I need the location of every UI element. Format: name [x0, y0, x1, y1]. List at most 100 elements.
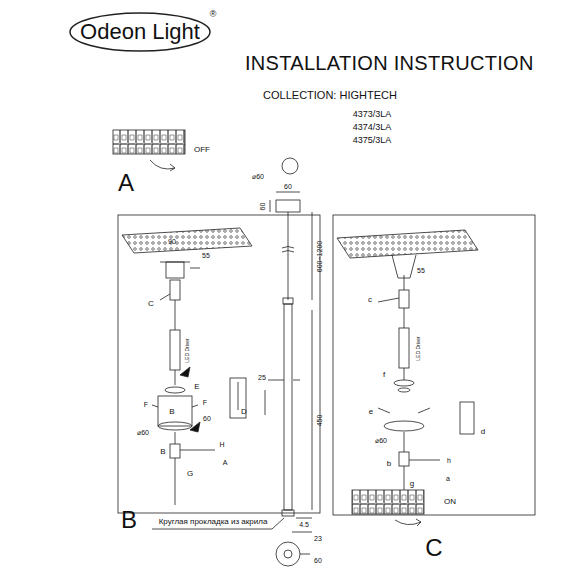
- drawing-stroke: [166, 262, 184, 278]
- drawing-stroke: [352, 490, 424, 514]
- part-letter: d: [481, 428, 485, 436]
- dimension: 55: [417, 267, 425, 274]
- dimension: 60: [314, 557, 322, 564]
- drawing-stroke: [165, 387, 185, 393]
- drawing-stroke: [152, 405, 158, 407]
- step-letter: C: [425, 536, 442, 560]
- drawing-stroke: [292, 532, 312, 533]
- drawing-stroke: [160, 262, 190, 263]
- drawing-stroke: [175, 458, 176, 505]
- drawing-stroke: [272, 518, 284, 529]
- part-letter: F: [144, 401, 148, 408]
- dimension: 90: [168, 238, 176, 245]
- drawing-stroke: [404, 308, 405, 328]
- collection: COLLECTION: HIGHTECH: [263, 90, 397, 101]
- part-letter: B: [169, 408, 174, 416]
- drawing-stroke: [160, 294, 170, 300]
- model-number: 4373/3LA: [353, 110, 392, 119]
- drawing-stroke: [296, 518, 312, 519]
- drawing-stroke: [268, 380, 284, 381]
- dimension: ⌀60: [252, 173, 264, 180]
- drawing-stroke: [283, 298, 293, 304]
- drawing-stroke: [180, 450, 215, 451]
- model-number: 4374/3LA: [353, 123, 392, 132]
- drawing-stroke: [312, 212, 313, 300]
- dimension: 25: [258, 374, 266, 381]
- drawing-stroke: [122, 228, 252, 253]
- drawing-stroke: [175, 300, 176, 330]
- drawing-stroke: [399, 328, 409, 368]
- drawing-stroke: [175, 370, 176, 385]
- drawing-stroke: [282, 158, 298, 174]
- part-letter: c: [368, 296, 372, 304]
- part-label: LED Driver: [184, 337, 189, 363]
- drawing-stroke: [333, 215, 535, 515]
- drawing-stroke: [282, 247, 294, 253]
- dimension: 4.5: [299, 521, 309, 528]
- drawing-stroke: [399, 290, 409, 308]
- switch-state: ON: [444, 498, 456, 506]
- step-letter: B: [121, 508, 137, 532]
- dimension: 60: [284, 183, 292, 190]
- step-letter: A: [118, 171, 134, 195]
- part-letter: f: [383, 371, 385, 379]
- drawing-stroke: [170, 444, 180, 458]
- drawing-stroke: [70, 13, 210, 51]
- drawing-stroke: [409, 460, 440, 461]
- dimension: 60: [259, 202, 266, 210]
- drawing-stroke: [378, 408, 390, 413]
- dimension: ⌀60: [375, 437, 387, 444]
- drawing-stroke: [190, 268, 200, 269]
- title: INSTALLATION INSTRUCTION: [245, 52, 534, 75]
- drawing-stroke: [175, 432, 176, 444]
- part-letter: e: [369, 408, 373, 416]
- drawing-stroke: [170, 280, 180, 300]
- logo: Odeon Light: [80, 21, 200, 43]
- drawing-stroke: [270, 200, 271, 212]
- part-letter: b: [387, 460, 391, 468]
- dimension: 23: [314, 535, 322, 542]
- drawing-stroke: [180, 367, 190, 377]
- drawing-stroke: [192, 405, 198, 407]
- drawing-stroke: [170, 330, 180, 370]
- switch-state: OFF: [194, 146, 210, 154]
- dimension: 450: [317, 414, 324, 426]
- logo-mark: ®: [210, 10, 217, 19]
- note: Круглая прокладка из акрила: [158, 518, 269, 526]
- dimension: 55: [202, 252, 210, 259]
- dimension: 600~1200: [317, 240, 324, 271]
- part-label: LED Driver: [415, 335, 420, 361]
- part-letter: a: [446, 475, 450, 482]
- part-letter: H: [219, 441, 224, 448]
- drawing-stroke: [378, 298, 399, 302]
- drawing-stroke: [398, 388, 410, 392]
- drawing-stroke: [418, 408, 430, 413]
- part-letter: G: [187, 470, 193, 478]
- drawing-stroke: [460, 402, 474, 434]
- drawing-stroke: [70, 13, 535, 566]
- drawing-stroke: [113, 130, 185, 154]
- drawing-stroke: [312, 310, 313, 510]
- drawing-stroke: [190, 422, 200, 432]
- part-letter: C: [148, 300, 154, 308]
- drawing-stroke: [158, 396, 192, 426]
- drawing-stroke: [265, 390, 266, 415]
- drawing-stroke: [230, 378, 246, 418]
- drawing-stroke: [404, 432, 405, 452]
- drawing-stroke: [404, 368, 405, 380]
- part-letter: F: [203, 399, 207, 406]
- drawing-stroke: [293, 380, 300, 381]
- dimension: ⌀60: [137, 429, 149, 436]
- part-letter: B: [160, 448, 165, 456]
- drawing-stroke: [152, 529, 272, 530]
- drawing-stroke: [399, 452, 409, 466]
- drawing-stroke: [395, 519, 421, 526]
- dimension: 60: [203, 415, 211, 422]
- drawing-stroke: [284, 304, 292, 510]
- drawing-stroke: [150, 160, 175, 171]
- part-letter: D: [241, 408, 247, 416]
- part-letter: h: [447, 457, 451, 464]
- drawing-stroke: [158, 422, 192, 430]
